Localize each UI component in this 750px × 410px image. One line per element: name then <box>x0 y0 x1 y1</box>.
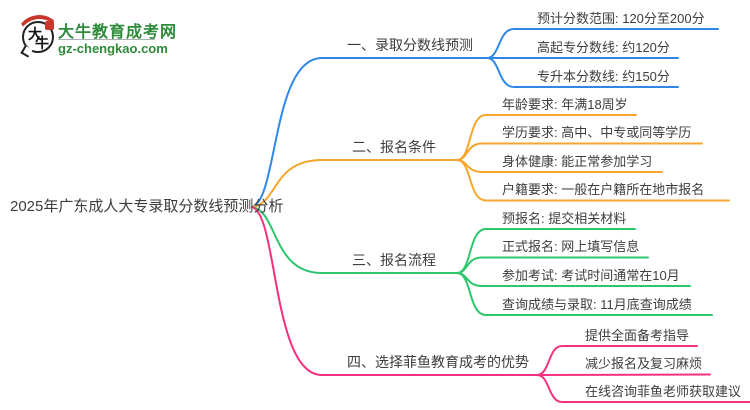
branch-1-child-3: 专升本分数线: 约150分 <box>537 69 670 84</box>
branch-1-child-1-connector <box>486 28 719 59</box>
branch-1-edges <box>251 28 719 208</box>
branch-1-main-connector <box>251 57 488 208</box>
branch-1-child-3-connector <box>486 57 679 88</box>
branch-3-child-4: 查询成绩与录取: 11月底查询成绩 <box>502 297 692 312</box>
branch-1-label: 一、录取分数线预测 <box>347 37 473 53</box>
logo-icon: 大 牛 <box>14 12 64 59</box>
branch-2-child-2-connector <box>456 142 703 161</box>
branch-4-child-2: 减少报名及复习麻烦 <box>585 356 703 371</box>
branch-1-child-2: 高起专分数线: 约120分 <box>537 40 670 55</box>
branch-4-child-3-connector <box>536 374 750 403</box>
branch-4-main-connector <box>251 206 538 376</box>
branch-2-child-4-connector <box>456 159 730 202</box>
branch-4-edges <box>251 206 750 403</box>
branch-2-child-4: 户籍要求: 一般在户籍所在地市报名 <box>502 182 705 197</box>
branch-2-edges <box>251 114 730 208</box>
branch-3-child-2: 正式报名: 网上填写信息 <box>502 239 640 254</box>
branch-3-child-2-connector <box>456 256 649 274</box>
branch-2-main-connector <box>251 159 458 208</box>
branch-3-child-3: 参加考试: 考试时间通常在10月 <box>502 268 680 283</box>
branch-3-child-4-connector <box>456 272 713 316</box>
logo-divider <box>58 39 155 40</box>
logo-bubble-icon: 大 牛 <box>22 21 54 53</box>
site-url: gz-chengkao.com <box>58 41 168 56</box>
branch-2-child-1: 年龄要求: 年满18周岁 <box>502 97 628 112</box>
site-logo: 大 牛 大牛教育成考网 gz-chengkao.com <box>14 12 178 59</box>
logo-char-top: 大 <box>28 26 42 42</box>
branch-3-child-1: 预报名: 提交相关材料 <box>502 211 627 226</box>
logo-seal-icon <box>45 21 54 30</box>
branch-4-child-2-connector <box>536 373 711 376</box>
branch-3-label: 三、报名流程 <box>352 252 436 268</box>
logo-char-bottom: 牛 <box>35 35 49 51</box>
branch-2-child-3: 身体健康: 能正常参加学习 <box>502 154 653 169</box>
branch-2-label: 二、报名条件 <box>352 139 436 155</box>
branch-4-child-1-connector <box>536 345 698 376</box>
branch-3-edges <box>251 206 713 316</box>
root-node: 2025年广东成人大专录取分数线预测分析 <box>10 198 284 215</box>
branch-3-main-connector <box>251 206 458 274</box>
site-name: 大牛教育成考网 <box>58 24 178 41</box>
branch-2-child-2: 学历要求: 高中、中专或同等学历 <box>502 125 692 140</box>
branch-4-label: 四、选择菲鱼教育成考的优势 <box>347 354 529 370</box>
branch-4-child-1: 提供全面备考指导 <box>585 328 690 343</box>
branch-1-child-1: 预计分数范围: 120分至200分 <box>537 11 705 26</box>
branch-4-child-3: 在线咨询菲鱼老师获取建议 <box>585 384 742 399</box>
